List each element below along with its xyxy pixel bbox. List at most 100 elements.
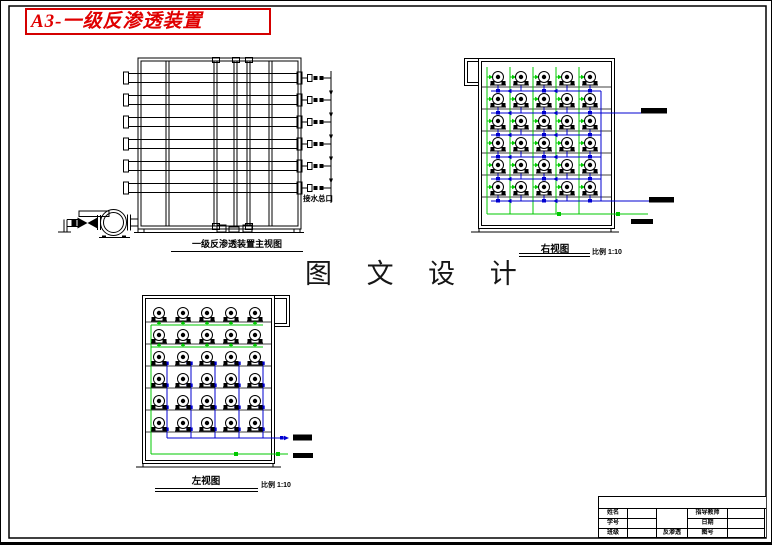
shape bbox=[319, 98, 324, 102]
title-block-cell bbox=[657, 509, 688, 529]
shape bbox=[213, 383, 217, 387]
shape bbox=[513, 81, 518, 85]
shape bbox=[123, 71, 129, 85]
shape bbox=[151, 317, 156, 321]
title-block-cell bbox=[728, 529, 765, 538]
shape bbox=[319, 164, 324, 168]
shape bbox=[234, 317, 239, 321]
shape bbox=[213, 427, 217, 431]
shape bbox=[490, 147, 495, 151]
shape bbox=[210, 361, 215, 365]
shape bbox=[536, 191, 541, 195]
shape bbox=[559, 169, 564, 173]
title-block-cell: 班级 bbox=[599, 529, 628, 538]
right-view-caption: 右视图 bbox=[540, 244, 570, 255]
shape bbox=[78, 210, 110, 217]
shape bbox=[123, 93, 129, 107]
shape bbox=[582, 147, 587, 151]
shape bbox=[247, 361, 252, 365]
shape bbox=[234, 339, 239, 343]
shape bbox=[162, 427, 167, 431]
right-view-scale: 比例 1:10 bbox=[592, 249, 622, 256]
shape bbox=[319, 120, 324, 124]
shape bbox=[247, 427, 252, 431]
shape bbox=[557, 212, 561, 216]
shape bbox=[247, 317, 252, 321]
shape bbox=[199, 405, 204, 409]
shape bbox=[223, 427, 228, 431]
shape bbox=[162, 405, 167, 409]
shape bbox=[162, 383, 167, 387]
shape bbox=[71, 219, 77, 227]
shape bbox=[258, 405, 263, 409]
shape bbox=[223, 339, 228, 343]
shape bbox=[542, 199, 546, 203]
title-block-cell bbox=[628, 509, 657, 519]
shape bbox=[213, 361, 217, 365]
redacted-label-bar bbox=[293, 453, 313, 458]
title-block-cell: 日期 bbox=[688, 519, 728, 529]
shape bbox=[280, 436, 284, 440]
shape bbox=[151, 427, 156, 431]
shape bbox=[524, 125, 529, 129]
title-block-banner bbox=[599, 497, 766, 509]
shape bbox=[189, 383, 193, 387]
shape bbox=[559, 81, 564, 85]
shape bbox=[542, 89, 546, 93]
shape bbox=[274, 298, 287, 324]
shape bbox=[582, 81, 587, 85]
shape bbox=[234, 427, 239, 431]
shape bbox=[234, 361, 239, 365]
shape bbox=[212, 57, 220, 63]
shape bbox=[232, 57, 240, 63]
shape bbox=[319, 142, 324, 146]
shape bbox=[542, 177, 546, 181]
shape bbox=[199, 383, 204, 387]
shape bbox=[588, 177, 592, 181]
shape bbox=[319, 186, 324, 190]
shape bbox=[258, 383, 263, 387]
shape bbox=[210, 339, 215, 343]
shape bbox=[593, 169, 598, 173]
shape bbox=[258, 427, 263, 431]
shape bbox=[313, 98, 318, 102]
shape bbox=[559, 125, 564, 129]
shape bbox=[542, 155, 546, 159]
shape bbox=[513, 147, 518, 151]
shape bbox=[588, 133, 592, 137]
shape bbox=[501, 81, 506, 85]
shape bbox=[313, 186, 318, 190]
shape bbox=[588, 199, 592, 203]
shape bbox=[559, 103, 564, 107]
shape bbox=[210, 427, 215, 431]
shape bbox=[199, 361, 204, 365]
shape bbox=[165, 361, 169, 365]
shape bbox=[186, 405, 191, 409]
title-block-cell bbox=[728, 519, 765, 529]
shape bbox=[223, 317, 228, 321]
shape bbox=[237, 427, 241, 431]
shape bbox=[570, 169, 575, 173]
shape bbox=[307, 162, 313, 170]
title-block-grid: 姓名 指导教师 学号 日期 班级 反渗透 图号 bbox=[599, 509, 766, 538]
shape bbox=[570, 147, 575, 151]
shape bbox=[123, 137, 129, 151]
shape bbox=[536, 125, 541, 129]
shape bbox=[496, 177, 500, 181]
shape bbox=[123, 159, 129, 173]
shape bbox=[307, 74, 313, 82]
shape bbox=[213, 405, 217, 409]
shape bbox=[582, 125, 587, 129]
shape bbox=[501, 125, 506, 129]
left-frame bbox=[142, 295, 275, 464]
shape bbox=[559, 147, 564, 151]
shape bbox=[210, 405, 215, 409]
shape bbox=[536, 169, 541, 173]
title-block-cell: 反渗透 bbox=[657, 529, 688, 538]
shape bbox=[234, 452, 238, 456]
shape bbox=[547, 191, 552, 195]
shape bbox=[247, 405, 252, 409]
shape bbox=[547, 103, 552, 107]
shape bbox=[223, 361, 228, 365]
